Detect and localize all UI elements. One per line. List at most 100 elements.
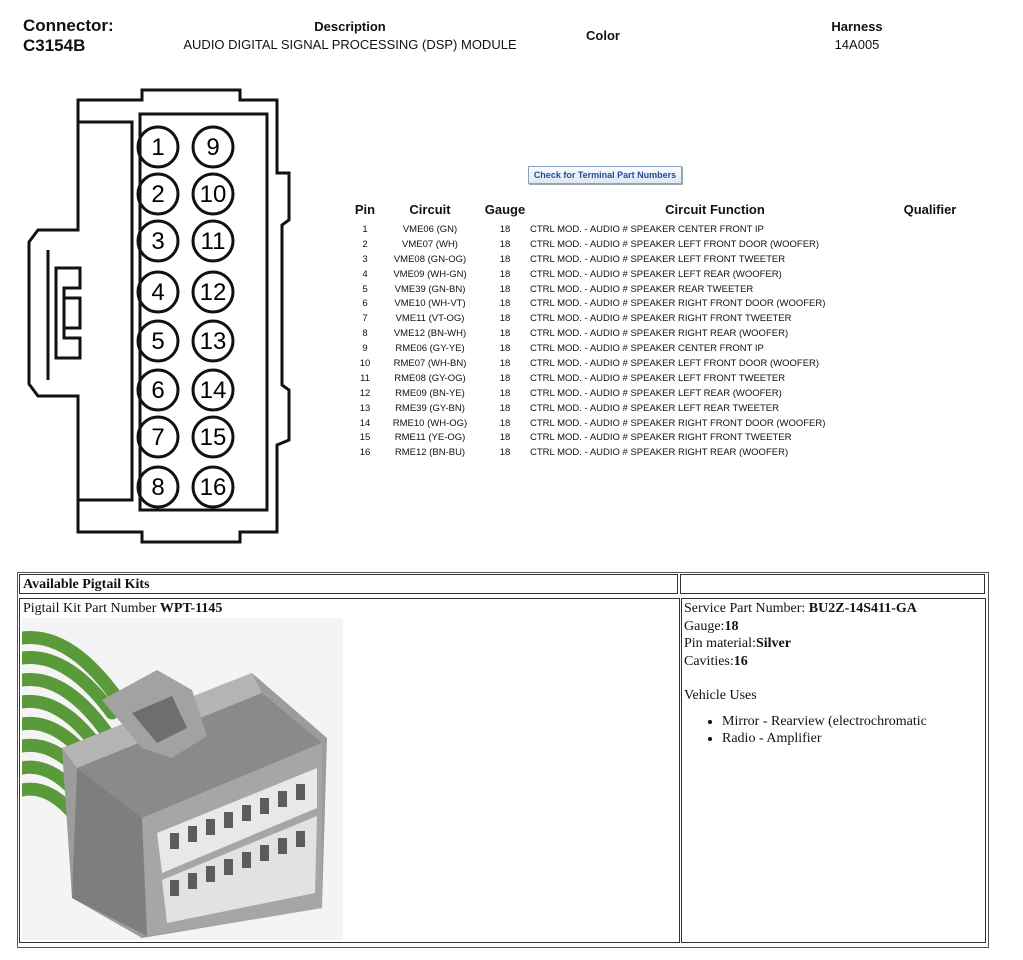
pin-circuit-cell: RME06 (GY-YE) [395,343,465,355]
pin-cavity-number: 14 [200,377,227,404]
pin-gauge-cell: 18 [499,387,511,399]
pin-cavity-number: 6 [151,377,164,404]
wire-strand [22,672,114,740]
pin-qualifier-cell [900,267,960,282]
pin-column-header: Pin [354,201,376,217]
gauge-column-header: Gauge [484,201,526,217]
pin-circuit-cell: VME07 (WH) [402,238,458,250]
pin-pin-cell: 13 [359,402,371,414]
wire-strand [22,631,124,705]
pin-cavity-number: 5 [151,328,164,355]
pin-cavity-circle [136,368,180,412]
pin-circuit-cell: VME39 (GN-BN) [394,283,466,295]
pin-qualifier-cell [900,371,960,386]
pin-pin-cell: 15 [359,432,371,444]
pin-gauge-cell: 18 [499,268,511,280]
description-column: Description AUDIO DIGITAL SIGNAL PROCESS… [150,18,550,54]
cavities-label: Cavities: [684,653,734,669]
pin-pin-cell: 7 [362,313,368,325]
pin-circuit-cell: RME39 (GY-BN) [395,402,465,414]
terminal-cavity [242,852,251,868]
pin-cavity-number: 9 [206,134,219,161]
pin-cavity-circle [136,465,180,509]
pin-pin-cell: 1 [362,223,368,235]
gauge-line: Gauge:18 [684,618,983,636]
pigtail-kit-cell: Pigtail Kit Part Number WPT-1145 [19,598,680,943]
description-label: Description [314,19,386,34]
pin-cavity-circle [136,270,180,314]
pin-cavity-number: 15 [200,424,227,451]
pin-gauge-cell: 18 [499,223,511,235]
pin-gauge-cell: 18 [499,313,511,325]
pin-circuit-cell: RME11 (YE-OG) [394,432,466,444]
pin-gauge-cell: 18 [499,238,511,250]
pin-pin-cell: 5 [362,283,368,295]
pin-function-cell: CTRL MOD. - AUDIO # SPEAKER RIGHT FRONT … [530,313,792,325]
pin-cavity-number: 11 [201,228,226,255]
description-value: AUDIO DIGITAL SIGNAL PROCESSING (DSP) MO… [183,37,517,52]
pin-pin-cell: 2 [362,238,368,250]
pin-table-row: 7 VME11 (VT-OG) 18 CTRL MOD. - AUDIO # SPEA… [350,311,960,326]
pin-function-cell: CTRL MOD. - AUDIO # SPEAKER CENTER FRONT… [530,343,764,355]
check-terminal-part-numbers-button[interactable]: Check for Terminal Part Numbers [528,166,682,184]
pin-qualifier-cell [900,282,960,297]
cavities-line: Cavities:16 [684,653,983,671]
pin-pin-cell: 16 [359,447,371,459]
pin-function-cell: CTRL MOD. - AUDIO # SPEAKER LEFT FRONT T… [530,253,786,265]
pin-circuit-cell: RME10 (WH-OG) [392,417,468,429]
pin-cavity-circle [191,368,235,412]
pin-function-cell: CTRL MOD. - AUDIO # SPEAKER LEFT FRONT D… [530,357,820,369]
kit-label: Pigtail Kit Part Number [23,601,160,616]
pin-circuit-cell: VME11 (VT-OG) [395,313,465,325]
terminal-cavity [206,819,215,835]
pin-circuit-cell: VME08 (GN-OG) [393,253,467,265]
qualifier-column-header: Qualifier [903,201,957,217]
pigtail-kit-part-number: Pigtail Kit Part Number WPT-1145 [23,600,222,618]
pin-cavity-circle [191,319,235,363]
pin-circuit-cell: VME09 (WH-GN) [393,268,467,280]
cavities-value: 16 [733,653,748,669]
pin-cavity-number: 7 [151,424,164,451]
pin-function-cell: CTRL MOD. - AUDIO # SPEAKER RIGHT FRONT … [530,432,792,444]
connector-heading: Connector: C3154B [23,16,114,56]
pin-qualifier-cell [900,430,960,445]
pin-gauge-cell: 18 [499,417,511,429]
pin-gauge-cell: 18 [499,372,511,384]
pin-cavity-number: 10 [200,181,227,208]
pin-function-cell: CTRL MOD. - AUDIO # SPEAKER CENTER FRONT… [530,223,764,235]
vehicle-use-item: Mirror - Rearview (electrochromatic [722,713,983,731]
pin-gauge-cell: 18 [499,298,511,310]
pin-pin-cell: 12 [359,387,371,399]
terminal-cavity [260,798,269,814]
pin-function-cell: CTRL MOD. - AUDIO # SPEAKER LEFT FRONT T… [530,372,786,384]
pin-cavity-number: 4 [151,279,164,306]
pin-cavity-number: 3 [151,228,164,255]
pin-circuit-cell: RME09 (BN-YE) [395,387,465,399]
pin-circuit-cell: RME12 (BN-BU) [394,447,466,459]
pin-cavity-circle [136,319,180,363]
terminal-cavity [296,784,305,800]
pin-function-cell: CTRL MOD. - AUDIO # SPEAKER RIGHT FRONT … [530,417,826,429]
pin-pin-cell: 10 [359,357,371,369]
terminal-cavity [206,866,215,882]
pin-cavity-number: 12 [200,279,227,306]
pin-qualifier-cell [900,296,960,311]
gauge-label: Gauge: [684,618,725,634]
pin-qualifier-cell [900,222,960,237]
pigtail-connector-photo [22,618,343,940]
pin-qualifier-cell [900,311,960,326]
terminal-cavity [224,812,233,828]
terminal-cavity [278,791,287,807]
pin-qualifier-cell [900,401,960,416]
wire-strand [22,650,119,720]
